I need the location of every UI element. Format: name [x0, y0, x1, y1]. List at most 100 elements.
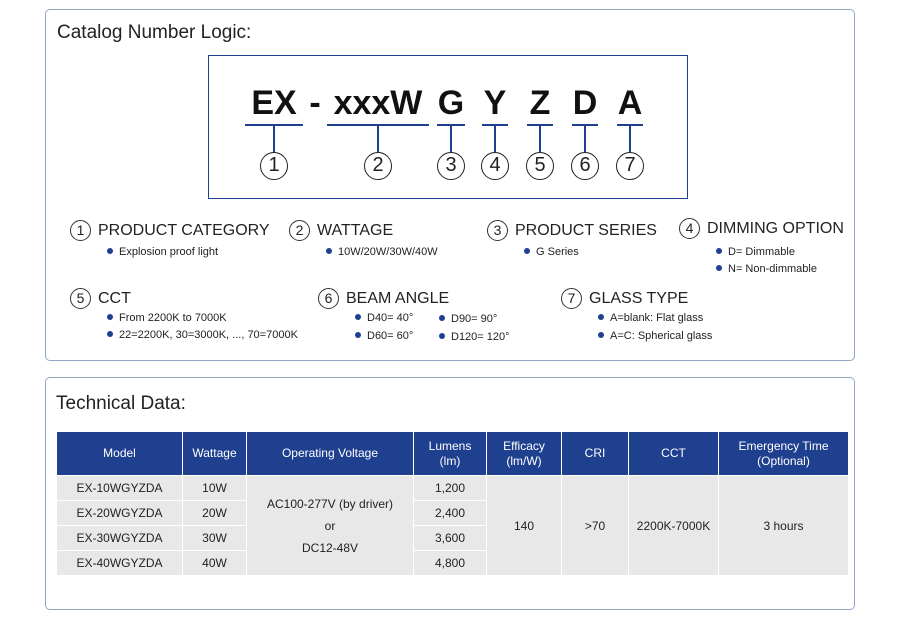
header-efficacy-unit: (lm/W): [506, 453, 542, 468]
legend-item: Explosion proof light: [107, 246, 218, 258]
catalog-panel: Catalog Number Logic: EX - xxxW G Y Z D …: [45, 9, 855, 361]
header-emergency: Emergency Time(Optional): [718, 431, 849, 476]
header-cct: CCT: [628, 431, 719, 476]
connector-7: [629, 125, 631, 152]
legend-item: 10W/20W/30W/40W: [326, 246, 438, 258]
cell-lumens: 4,800: [413, 550, 487, 576]
legend-number: 3: [487, 220, 508, 241]
cell-wattage: 10W: [182, 475, 247, 501]
connector-6: [584, 125, 586, 152]
cell-efficacy: 140: [486, 475, 562, 576]
cell-model: EX-30WGYZDA: [56, 525, 183, 551]
cell-lumens: 3,600: [413, 525, 487, 551]
legend-number: 5: [70, 288, 91, 309]
code-segment-dimming: Y: [483, 84, 507, 122]
cell-lumens: 2,400: [413, 500, 487, 526]
legend-title: PRODUCT CATEGORY: [98, 221, 270, 239]
connector-4: [494, 125, 496, 152]
legend-product-series: 3 PRODUCT SERIES G Series: [487, 220, 657, 258]
legend-number: 6: [318, 288, 339, 309]
technical-table: Model Wattage Operating Voltage Lumens(l…: [56, 431, 849, 576]
code-segment-beam: D: [572, 84, 598, 122]
cell-model: EX-10WGYZDA: [56, 475, 183, 501]
legend-number: 1: [70, 220, 91, 241]
header-cri: CRI: [561, 431, 629, 476]
header-efficacy: Efficacy(lm/W): [486, 431, 562, 476]
connector-3: [450, 125, 452, 152]
table-row: EX-30WGYZDA 30W 3,600: [56, 525, 849, 551]
table-row: EX-10WGYZDA 10W AC100-277V (by driver) o…: [56, 475, 849, 576]
legend-beam-angle: 6 BEAM ANGLE D40= 40° D90= 90° D60= 60° …: [318, 288, 510, 343]
cell-wattage: 40W: [182, 550, 247, 576]
catalog-code-box: EX - xxxW G Y Z D A 1 2 3 4 5 6 7: [208, 55, 688, 199]
table-row: EX-20WGYZDA 20W 2,400: [56, 500, 849, 526]
marker-4: 4: [481, 152, 509, 180]
marker-5: 5: [526, 152, 554, 180]
technical-panel: Technical Data: Model Wattage Operating …: [45, 377, 855, 610]
legend-product-category: 1 PRODUCT CATEGORY Explosion proof light: [70, 220, 270, 258]
table-row: EX-40WGYZDA 40W 4,800: [56, 550, 849, 576]
voltage-line-2: or: [324, 518, 336, 533]
table-header-row: Model Wattage Operating Voltage Lumens(l…: [56, 431, 849, 476]
header-emergency-note: (Optional): [757, 453, 810, 468]
connector-5: [539, 125, 541, 152]
code-segment-dash: -: [309, 84, 321, 122]
legend-item: D40= 40°: [355, 312, 413, 324]
cell-cri: >70: [561, 475, 629, 576]
header-wattage: Wattage: [182, 431, 247, 476]
code-segment-wattage: xxxW: [333, 84, 423, 122]
header-lumens-label: Lumens: [428, 438, 472, 453]
cell-emergency: 3 hours: [718, 475, 849, 576]
legend-title: BEAM ANGLE: [346, 289, 450, 307]
legend-wattage: 2 WATTAGE 10W/20W/30W/40W: [289, 220, 438, 258]
connector-1: [273, 125, 275, 152]
legend-number: 7: [561, 288, 582, 309]
code-segment-cct: Z: [529, 84, 551, 122]
code-segment-glass: A: [617, 84, 643, 122]
catalog-title: Catalog Number Logic:: [57, 22, 252, 43]
header-emergency-label: Emergency Time: [738, 438, 829, 453]
cell-cct: 2200K-7000K: [628, 475, 719, 576]
marker-3: 3: [437, 152, 465, 180]
header-voltage: Operating Voltage: [246, 431, 414, 476]
legend-item: A=blank: Flat glass: [598, 312, 703, 324]
code-segment-series: G: [437, 84, 465, 122]
legend-title: CCT: [98, 289, 131, 307]
legend-title: WATTAGE: [317, 221, 394, 239]
legend-title: DIMMING OPTION: [707, 219, 844, 237]
legend-item: D60= 60°: [355, 330, 413, 342]
cell-model: EX-20WGYZDA: [56, 500, 183, 526]
legend-item: A=C: Spherical glass: [598, 330, 712, 342]
marker-6: 6: [571, 152, 599, 180]
cell-voltage: AC100-277V (by driver) or DC12-48V: [246, 475, 414, 576]
legend-item: D90= 90°: [439, 313, 497, 325]
voltage-line-3: DC12-48V: [301, 540, 359, 555]
legend-number: 4: [679, 218, 700, 239]
legend-glass-type: 7 GLASS TYPE A=blank: Flat glass A=C: Sp…: [561, 288, 712, 342]
legend-title: PRODUCT SERIES: [515, 221, 657, 239]
cell-wattage: 30W: [182, 525, 247, 551]
legend-item: 22=2200K, 30=3000K, ..., 70=7000K: [107, 329, 298, 341]
legend-item: N= Non-dimmable: [716, 263, 817, 275]
cell-lumens: 1,200: [413, 475, 487, 501]
legend-item: D= Dimmable: [716, 246, 795, 258]
cell-model: EX-40WGYZDA: [56, 550, 183, 576]
header-lumens: Lumens(lm): [413, 431, 487, 476]
marker-1: 1: [260, 152, 288, 180]
header-lumens-unit: (lm): [439, 453, 461, 468]
legend-item: From 2200K to 7000K: [107, 312, 227, 324]
legend-title: GLASS TYPE: [589, 289, 689, 307]
legend-number: 2: [289, 220, 310, 241]
marker-2: 2: [364, 152, 392, 180]
marker-7: 7: [616, 152, 644, 180]
header-model: Model: [56, 431, 183, 476]
voltage-line-1: AC100-277V (by driver): [266, 496, 394, 511]
legend-dimming-option: 4 DIMMING OPTION D= Dimmable N= Non-dimm…: [679, 218, 844, 275]
technical-title: Technical Data:: [56, 393, 186, 414]
legend-item: G Series: [524, 246, 579, 258]
legend-item: D120= 120°: [439, 331, 510, 343]
code-segment-ex: EX: [251, 84, 297, 122]
header-efficacy-label: Efficacy: [503, 438, 545, 453]
cell-wattage: 20W: [182, 500, 247, 526]
connector-2: [377, 125, 379, 152]
